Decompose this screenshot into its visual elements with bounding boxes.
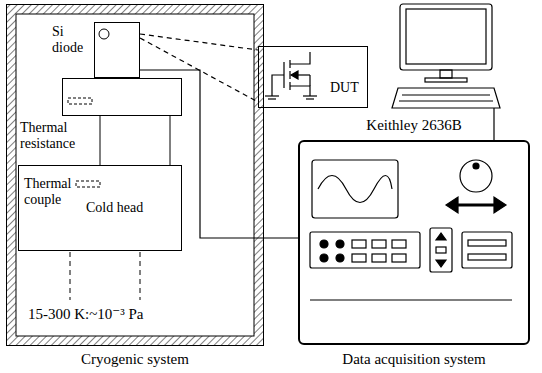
range-keys — [430, 228, 452, 272]
wall-inner — [16, 14, 254, 336]
screen — [406, 9, 486, 64]
key-row — [399, 100, 493, 101]
panel-seam — [310, 299, 512, 300]
cursor-arrows — [458, 204, 494, 207]
output-key — [468, 240, 506, 246]
instrument-panel — [310, 160, 512, 300]
ground-symbol — [265, 95, 279, 96]
body-lead — [309, 75, 310, 86]
gate-lead — [272, 75, 284, 96]
button — [320, 254, 328, 262]
cold-finger — [70, 252, 71, 300]
sensor-label: Si diode — [52, 24, 92, 56]
source-meter: Keithley 2636B — [298, 140, 530, 345]
sensor-slot — [68, 98, 92, 104]
knob-mark — [473, 163, 479, 169]
support-column — [170, 116, 171, 165]
sensor-slot — [76, 181, 100, 187]
button — [352, 240, 366, 248]
wall-hatch — [6, 4, 264, 346]
diode-holder: Si diode — [94, 22, 140, 78]
support-column — [100, 116, 101, 165]
button — [392, 254, 406, 262]
data-cable — [493, 108, 494, 140]
condition-note: 15-300 K:~10⁻³ Pa — [28, 306, 248, 323]
range-down — [436, 260, 446, 267]
button — [320, 240, 328, 248]
output-panel — [462, 232, 512, 268]
keyboard — [392, 88, 500, 108]
sine-wave — [318, 176, 392, 203]
monitor-stand — [440, 70, 452, 78]
part-label: Thermal couple — [24, 176, 78, 208]
instrument-display — [312, 160, 398, 218]
button — [352, 254, 366, 262]
output-key — [468, 254, 506, 260]
system-caption: Cryogenic system — [6, 351, 264, 368]
thermal-plate: Thermal resistance — [62, 78, 182, 116]
system-caption: Data acquisition system — [298, 351, 530, 368]
button-panel — [310, 232, 420, 268]
drain-lead — [290, 52, 310, 64]
monitor — [400, 4, 492, 70]
range-up — [436, 233, 446, 240]
cold-head-box: Thermal coupleCold head — [18, 165, 182, 251]
ground-symbol — [268, 98, 276, 99]
cursor-arrows — [446, 197, 506, 213]
ground-symbol — [306, 98, 314, 99]
source-lead — [290, 86, 310, 96]
device-inset: DUT — [258, 46, 368, 108]
instrument-label: Keithley 2636B — [298, 117, 530, 134]
inset-leader — [140, 34, 258, 102]
button — [372, 240, 386, 248]
ground-symbol — [303, 95, 317, 96]
signal-wire — [140, 70, 298, 238]
button — [372, 254, 386, 262]
part-label: Cold head — [86, 200, 166, 216]
diode-symbol — [99, 29, 109, 39]
control-knob — [460, 160, 492, 192]
mosfet-symbol — [256, 48, 317, 99]
cryostat-housing: 15-300 K:~10⁻³ PaCryogenic systemSi diod… — [6, 4, 264, 346]
chamber-wall — [6, 4, 264, 346]
range-key — [436, 247, 446, 253]
cold-finger — [140, 252, 141, 300]
device-label: DUT — [330, 80, 364, 96]
button — [336, 254, 344, 262]
monitor-base — [425, 78, 467, 82]
button — [336, 240, 344, 248]
key-row — [402, 94, 490, 95]
button — [392, 240, 406, 248]
body-arrow — [291, 71, 298, 79]
part-label: Thermal resistance — [20, 120, 82, 152]
